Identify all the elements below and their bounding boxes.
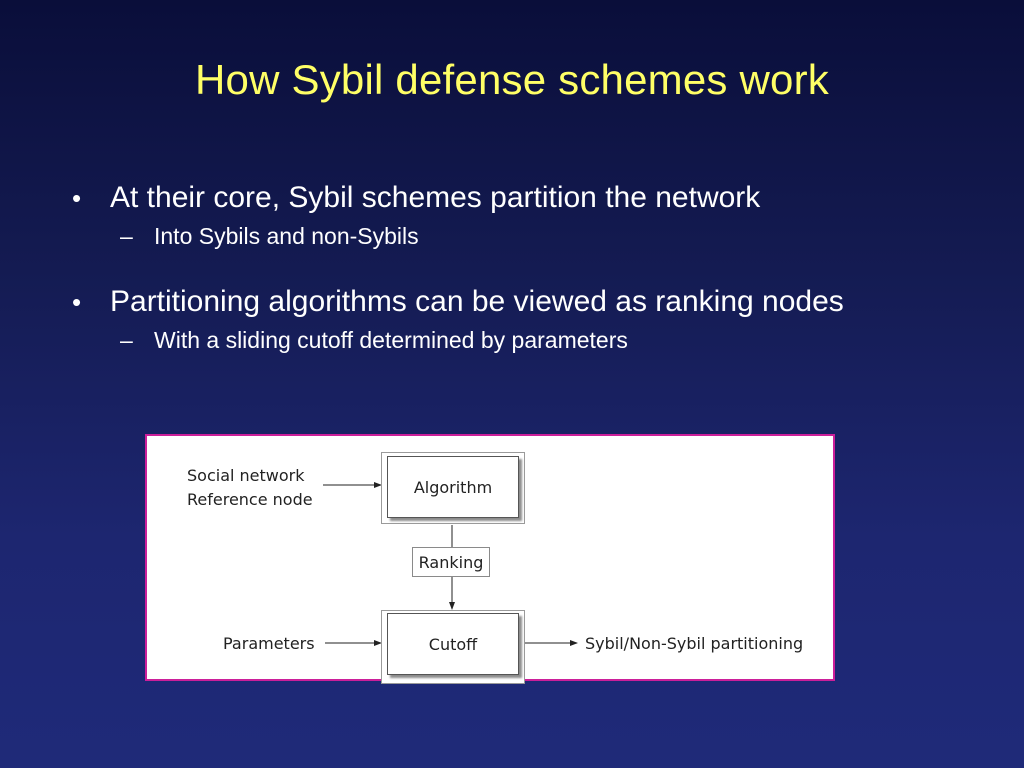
input-social-network-label: Social network bbox=[187, 466, 305, 485]
cutoff-box: Cutoff bbox=[387, 613, 519, 675]
sub-bullet-text: With a sliding cutoff determined by para… bbox=[154, 327, 628, 353]
parameters-label: Parameters bbox=[223, 634, 315, 653]
bullet-text: At their core, Sybil schemes partition t… bbox=[110, 181, 761, 214]
sub-bullet-marker: – bbox=[120, 223, 133, 249]
bullet-item: • Partitioning algorithms can be viewed … bbox=[72, 284, 992, 354]
sub-bullet: – With a sliding cutoff determined by pa… bbox=[120, 326, 992, 354]
slide-title: How Sybil defense schemes work bbox=[195, 56, 829, 103]
ranking-label: Ranking bbox=[412, 547, 490, 577]
flow-diagram: Social network Reference node Algorithm … bbox=[145, 434, 835, 684]
bullet-text: Partitioning algorithms can be viewed as… bbox=[110, 285, 844, 318]
sub-bullet: – Into Sybils and non-Sybils bbox=[120, 222, 992, 250]
bullet-item: • At their core, Sybil schemes partition… bbox=[72, 180, 992, 250]
input-reference-node-label: Reference node bbox=[187, 490, 313, 509]
sub-bullet-text: Into Sybils and non-Sybils bbox=[154, 223, 419, 249]
sub-bullet-marker: – bbox=[120, 327, 133, 353]
output-label: Sybil/Non-Sybil partitioning bbox=[585, 634, 804, 653]
diagram-connectors bbox=[323, 482, 578, 646]
bullet-marker: • bbox=[72, 183, 82, 213]
bullet-list: • At their core, Sybil schemes partition… bbox=[72, 180, 992, 388]
bullet-marker: • bbox=[72, 287, 82, 317]
algorithm-box: Algorithm bbox=[387, 456, 519, 518]
